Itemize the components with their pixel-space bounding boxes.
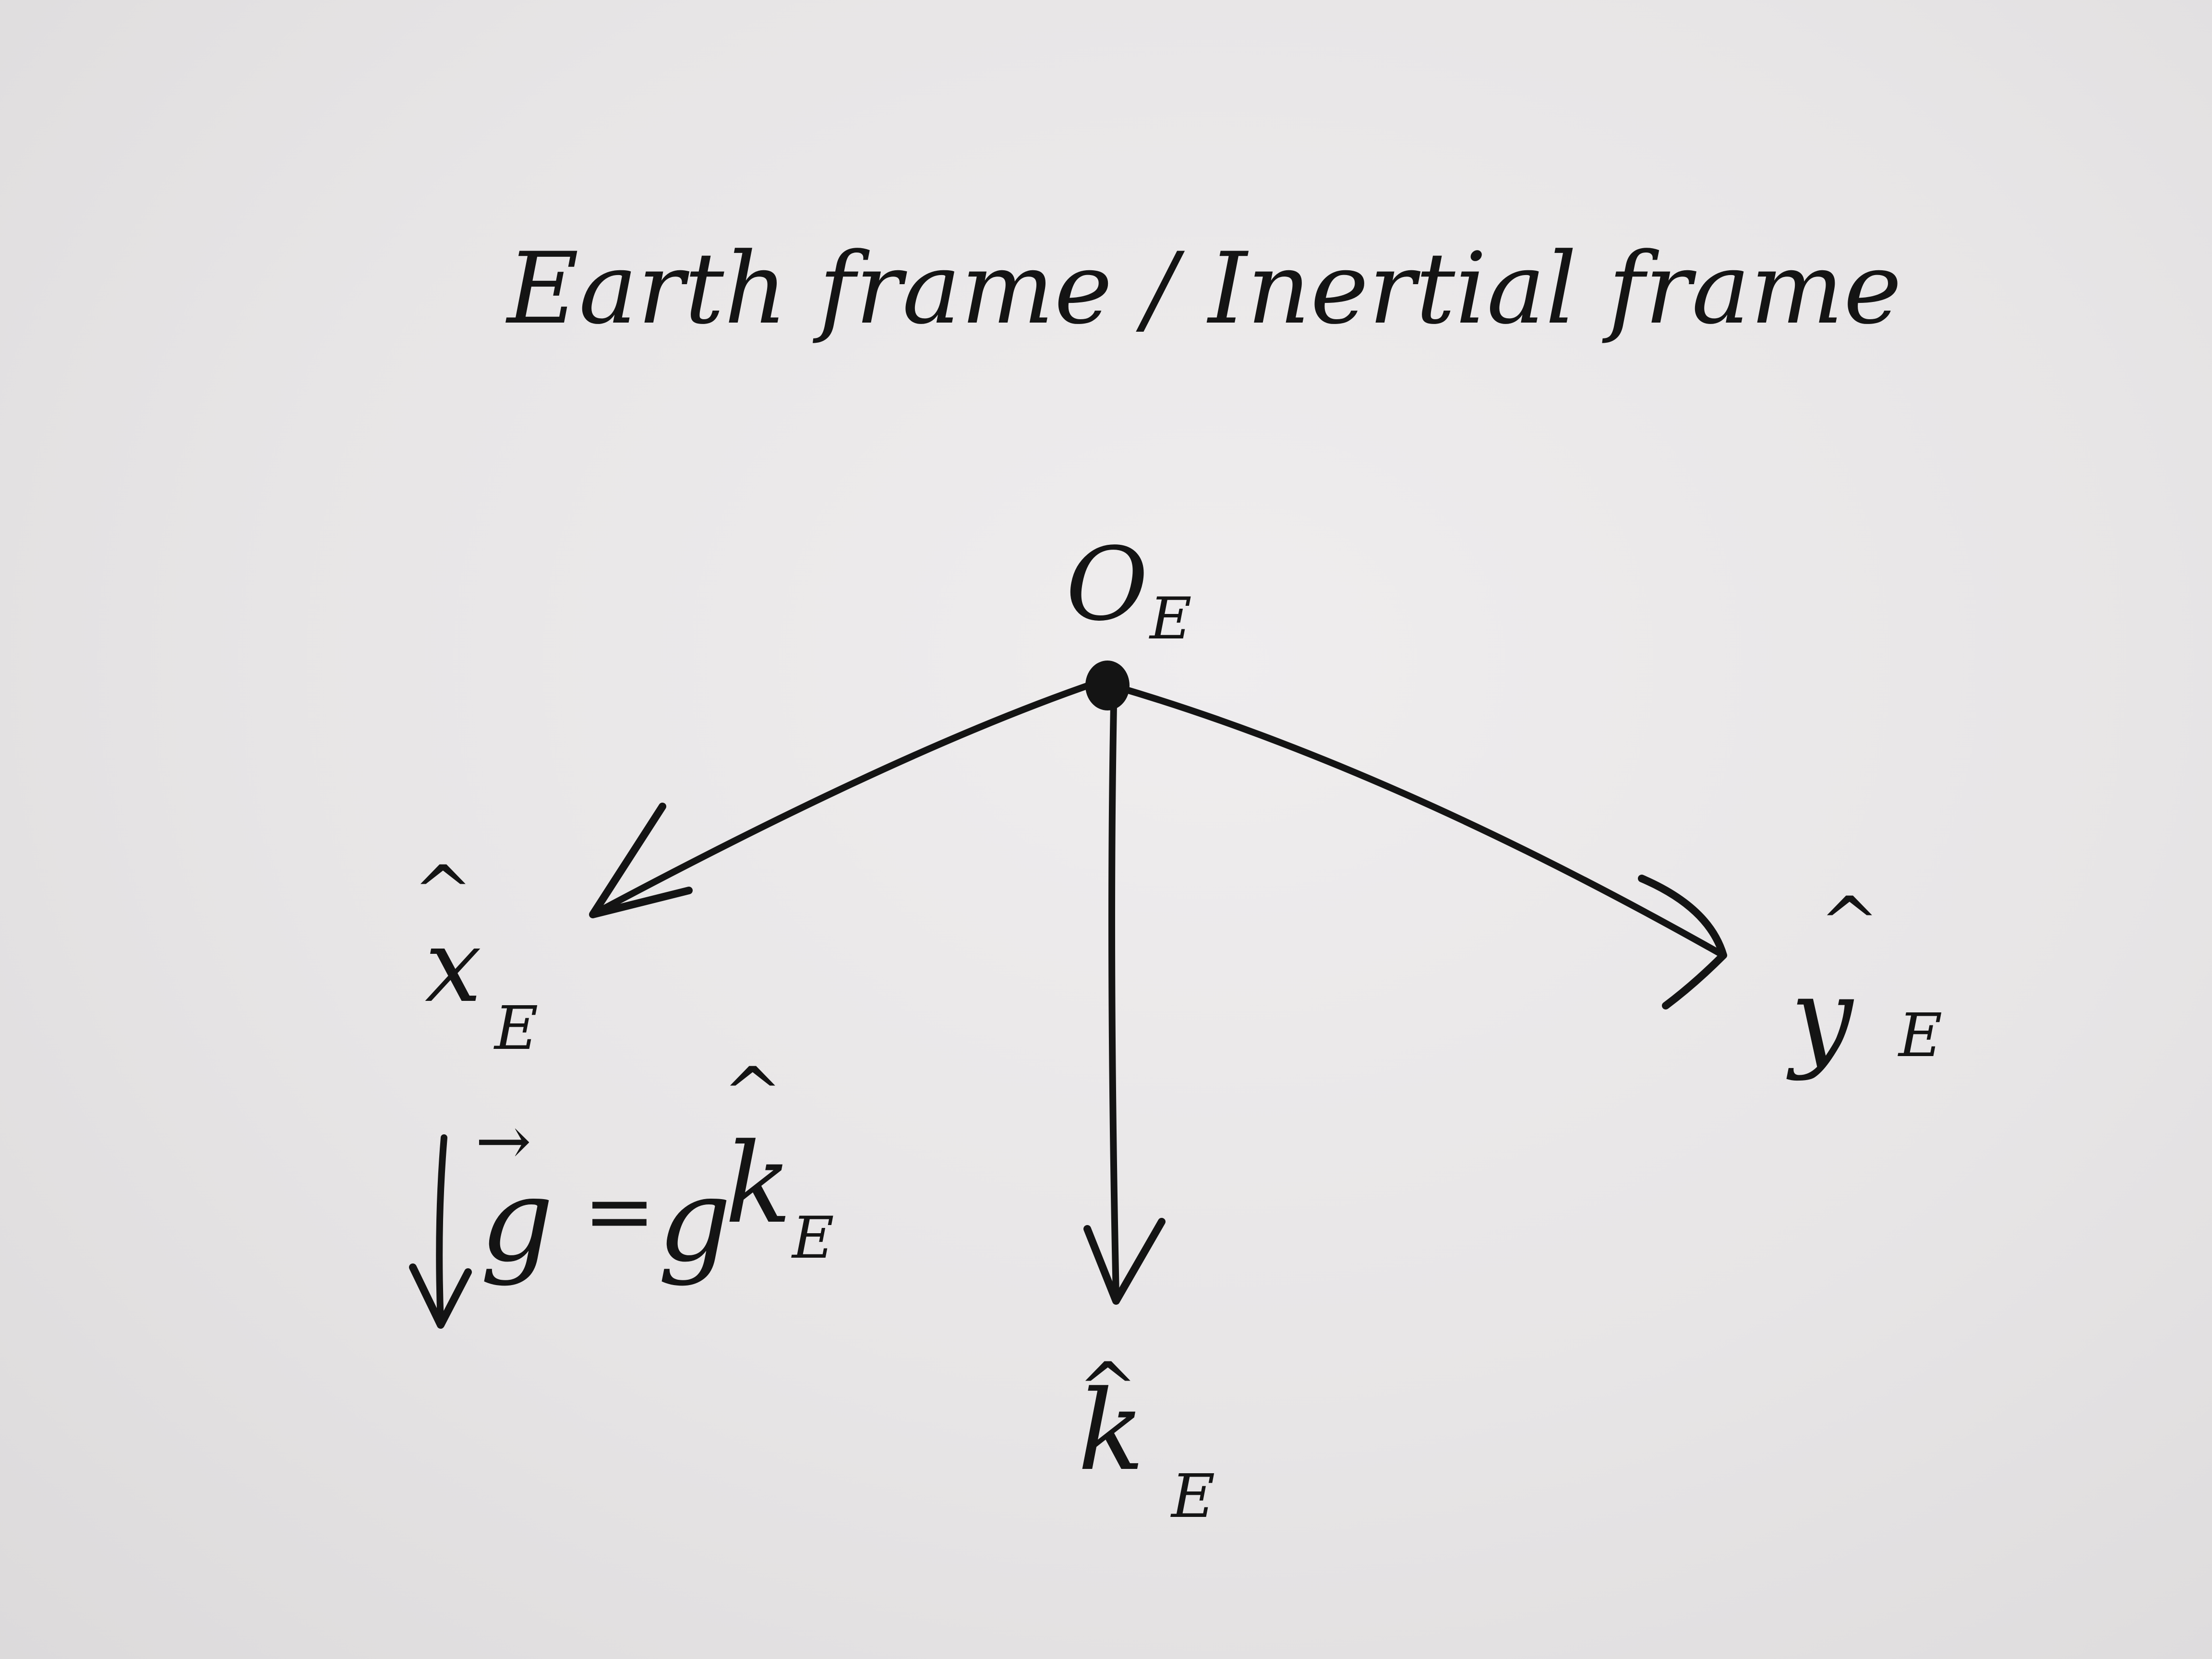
gravity-magnitude: g — [658, 1153, 732, 1287]
gravity-vector-mark: → — [475, 1102, 531, 1180]
gravity-direction-subscript: E — [791, 1205, 834, 1272]
gravity-symbol: g — [480, 1153, 554, 1287]
diagram-title: Earth frame / Inertial frame — [505, 232, 1902, 346]
gravity-arrow-line — [436, 1134, 447, 1326]
y-axis-symbol: y — [1786, 954, 1854, 1082]
y-axis-subscript: E — [1898, 1001, 1942, 1070]
x-axis-line — [589, 678, 1103, 918]
gravity-equals: = — [583, 1161, 656, 1262]
y-axis-hat: ^ — [1819, 882, 1880, 965]
gravity-direction-hat: ^ — [722, 1052, 783, 1136]
origin-symbol: O — [1066, 526, 1148, 643]
origin-subscript: E — [1149, 586, 1192, 652]
x-axis-subscript: E — [493, 994, 538, 1063]
x-axis-arrowhead — [589, 803, 693, 918]
y-axis-line — [1115, 684, 1727, 959]
k-axis-hat: ^ — [1078, 1347, 1138, 1431]
x-axis-hat: ^ — [413, 851, 473, 934]
origin-point — [1085, 661, 1130, 710]
gravity-direction-symbol: k — [725, 1120, 792, 1248]
y-axis-arrowhead — [1638, 875, 1727, 1010]
k-axis-arrowhead — [1083, 1218, 1166, 1305]
k-axis-line — [1108, 702, 1119, 1299]
gravity-arrow-head — [409, 1263, 472, 1329]
x-axis-symbol: x — [425, 907, 481, 1025]
k-axis-subscript: E — [1170, 1462, 1215, 1531]
k-axis-symbol: k — [1078, 1367, 1144, 1495]
